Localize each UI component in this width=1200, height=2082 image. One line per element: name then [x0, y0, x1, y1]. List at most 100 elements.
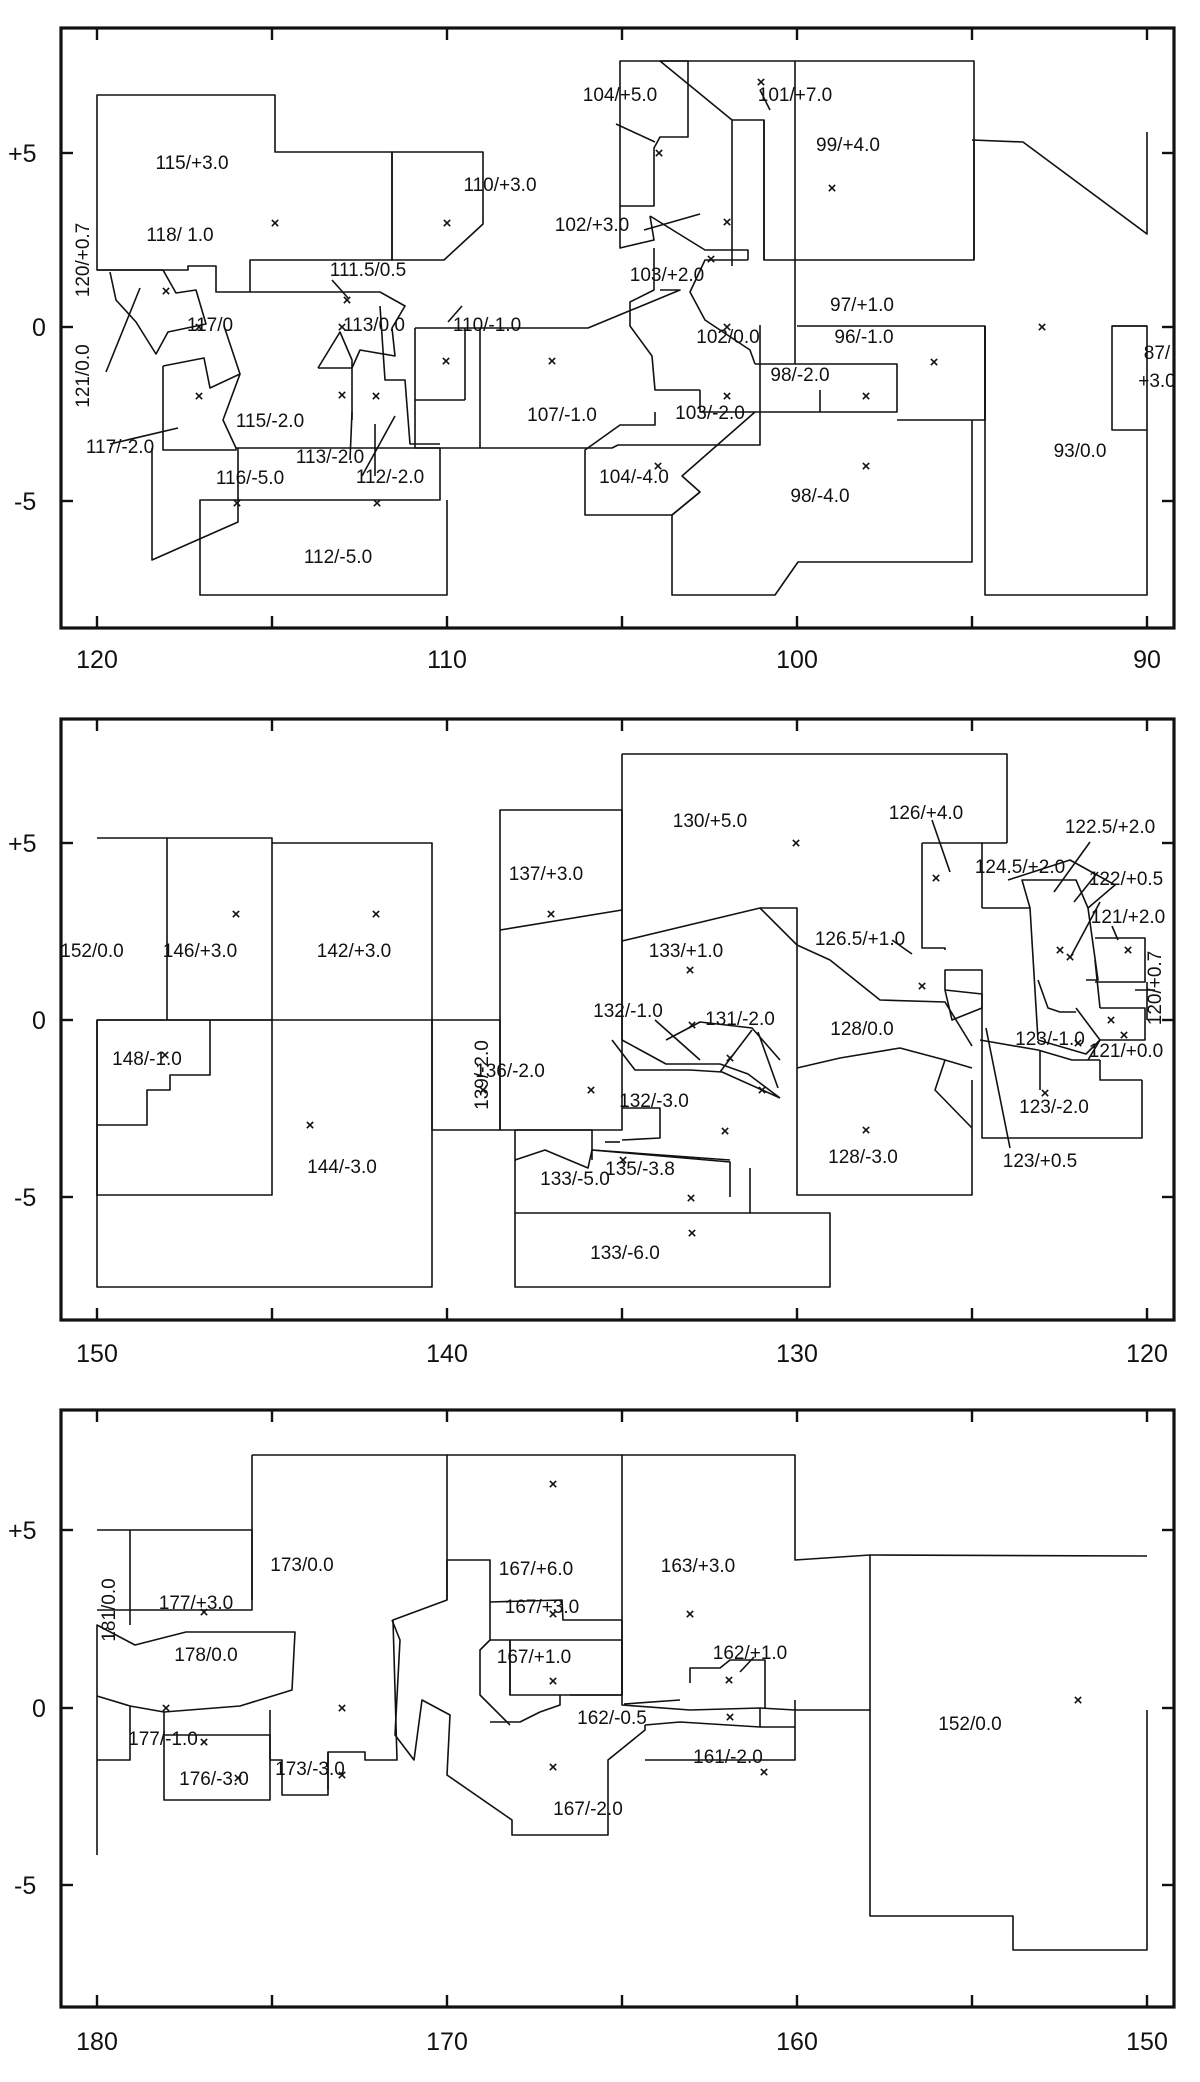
region-label: 121/0.0	[73, 344, 94, 407]
region-label: 132/-3.0	[619, 1091, 689, 1112]
cross-marker: ×	[1066, 949, 1075, 966]
cross-marker: ×	[548, 353, 557, 370]
region-label: 115/-2.0	[236, 411, 304, 432]
region-label: 173/0.0	[270, 1555, 333, 1576]
cross-marker: ×	[306, 1117, 315, 1134]
region-label: 122.5/+2.0	[1065, 817, 1155, 838]
y-ticks	[61, 841, 1174, 1199]
region-label: 163/+3.0	[661, 1556, 736, 1577]
cross-marker: ×	[932, 870, 941, 887]
region-boundaries	[96, 753, 1155, 1288]
cross-marker: ×	[726, 1709, 735, 1726]
cross-marker: ×	[688, 1225, 697, 1242]
region-label: 102/+3.0	[555, 215, 630, 236]
cross-marker: ×	[232, 906, 241, 923]
region-label: 167/+1.0	[497, 1647, 572, 1668]
cross-marker: ×	[1124, 942, 1133, 959]
region-label: 142/+3.0	[317, 941, 392, 962]
cross-marker: ×	[587, 1082, 596, 1099]
region-label: 177/-1.0	[128, 1729, 198, 1750]
region-label: 131/-2.0	[705, 1009, 775, 1030]
y-ticks	[61, 151, 1174, 503]
cross-marker: ×	[479, 1082, 488, 1099]
y-tick-label-minus5: -5	[14, 1872, 36, 1900]
region-boundaries	[96, 60, 1148, 596]
cross-marker: ×	[723, 214, 732, 231]
region-label: 123/-2.0	[1019, 1097, 1089, 1118]
region-label: 99/+4.0	[816, 135, 880, 156]
y-tick-label-plus5: +5	[8, 1517, 37, 1545]
x-markers: ×××××××××××××××××××××××××	[162, 74, 1047, 512]
region-label: 110/+3.0	[463, 175, 536, 196]
cross-marker: ×	[1074, 1692, 1083, 1709]
region-label: 107/-1.0	[527, 405, 597, 426]
region-label: 124.5/+2.0	[975, 857, 1065, 878]
region-label: 115/+3.0	[155, 153, 228, 174]
cross-marker: ×	[373, 495, 382, 512]
x-axis-labels: 120 110 100 90	[76, 646, 1161, 674]
region-label: 93/0.0	[1054, 441, 1107, 462]
region-label: 97/+1.0	[830, 295, 894, 316]
y-axis-labels: +5 0 -5	[8, 140, 46, 516]
cross-marker: ×	[547, 906, 556, 923]
leader-lines	[623, 1656, 755, 1705]
region-label: 132/-1.0	[593, 1001, 663, 1022]
region-label: 98/-4.0	[790, 486, 849, 507]
region-label: 181/0.0	[99, 1578, 120, 1641]
cross-marker: ×	[828, 180, 837, 197]
region-label: 123/-1.0	[1015, 1029, 1085, 1050]
region-label: 123/+0.5	[1003, 1151, 1078, 1172]
region-label: 167/+3.0	[505, 1597, 580, 1618]
region-label: 152/0.0	[938, 1714, 1001, 1735]
cross-marker: ×	[792, 835, 801, 852]
cross-marker: ×	[757, 74, 766, 91]
y-tick-label-0: 0	[32, 1695, 46, 1723]
cross-marker: ×	[338, 387, 347, 404]
region-label: 144/-3.0	[307, 1157, 377, 1178]
x-tick-label-160: 160	[776, 2028, 818, 2056]
region-label: 113/-2.0	[296, 447, 364, 468]
region-label: 133/-6.0	[590, 1243, 660, 1264]
cross-marker: ×	[343, 292, 352, 309]
region-label: 162/+1.0	[713, 1643, 788, 1664]
y-tick-label-minus5: -5	[14, 488, 36, 516]
cross-marker: ×	[725, 1672, 734, 1689]
region-label: 87/	[1144, 343, 1171, 364]
cross-marker: ×	[1041, 1085, 1050, 1102]
cross-marker: ×	[549, 1759, 558, 1776]
region-label: 98/-2.0	[770, 365, 829, 386]
x-ticks	[95, 28, 1149, 628]
cross-marker: ×	[161, 1047, 170, 1064]
x-tick-label-140: 140	[426, 1340, 468, 1368]
cross-marker: ×	[442, 353, 451, 370]
y-tick-label-0: 0	[32, 314, 46, 342]
cross-marker: ×	[723, 319, 732, 336]
cross-marker: ×	[862, 458, 871, 475]
y-tick-label-plus5: +5	[8, 830, 37, 858]
x-tick-label-170: 170	[426, 2028, 468, 2056]
region-label: 121/+0.0	[1089, 1041, 1164, 1062]
y-axis-labels: +5 0 -5	[8, 830, 46, 1212]
region-boundaries	[96, 1454, 1148, 1951]
region-label: 177/+3.0	[159, 1593, 234, 1614]
region-label: 128/-3.0	[828, 1147, 898, 1168]
cross-marker: ×	[654, 458, 663, 475]
cross-marker: ×	[723, 388, 732, 405]
y-tick-label-plus5: +5	[8, 140, 37, 168]
region-label: 178/0.0	[174, 1645, 237, 1666]
x-tick-label-120: 120	[1126, 1340, 1168, 1368]
x-tick-label-150: 150	[76, 1340, 118, 1368]
cross-marker: ×	[1056, 942, 1065, 959]
cross-marker: ×	[686, 1606, 695, 1623]
cross-marker: ×	[1107, 1012, 1116, 1029]
region-label: 146/+3.0	[163, 941, 238, 962]
cross-marker: ×	[234, 1770, 243, 1787]
region-label: 110/-1.0	[453, 315, 521, 336]
y-tick-label-minus5: -5	[14, 1184, 36, 1212]
region-label: 128/0.0	[830, 1019, 893, 1040]
x-axis-labels: 150 140 130 120	[76, 1340, 1168, 1368]
